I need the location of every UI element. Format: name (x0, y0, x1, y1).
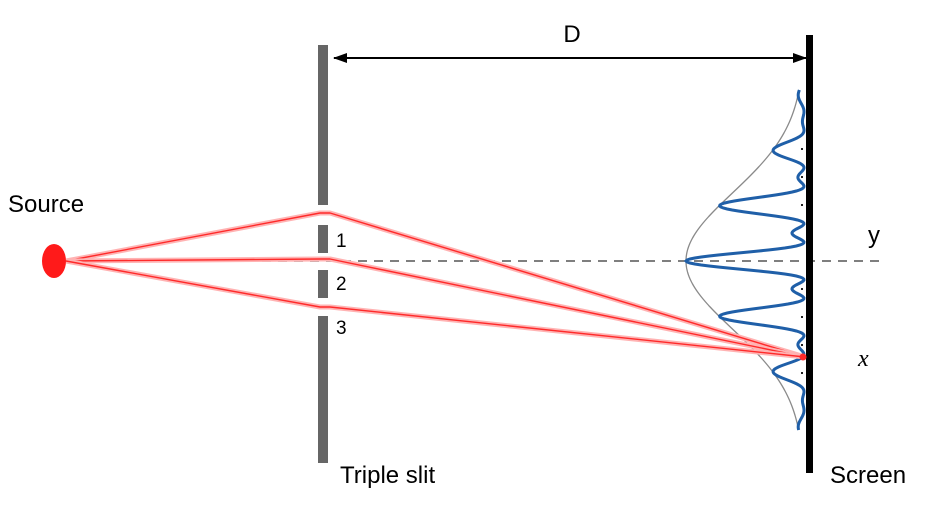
interference-pattern (683, 89, 806, 431)
screen-label: Screen (830, 462, 906, 489)
light-source (42, 244, 66, 278)
y-axis-label: y (868, 222, 880, 249)
barrier-top-segment (318, 45, 328, 205)
light-rays (65, 210, 806, 360)
tick (801, 148, 803, 150)
source-label: Source (8, 191, 84, 218)
ray-slit-3-core (65, 260, 806, 358)
triple-slit-label: Triple slit (340, 462, 435, 489)
slit-3-label: 3 (336, 318, 347, 339)
x-point-label: x (857, 346, 869, 372)
tick (801, 176, 803, 178)
ray-slit-3 (65, 258, 806, 360)
barrier-bottom-segment (318, 316, 328, 463)
ray-slit-2 (65, 256, 806, 360)
slit-1-label: 1 (336, 231, 347, 252)
ray-slit-1-core (65, 212, 806, 358)
barrier-segment-1-2 (318, 225, 328, 253)
slit-barrier (318, 45, 328, 463)
slit-2-label: 2 (336, 274, 347, 295)
screen (806, 35, 813, 473)
tick (801, 372, 803, 374)
convergence-point (799, 353, 807, 361)
tick (801, 316, 803, 318)
tick (801, 204, 803, 206)
distance-label: D (563, 21, 580, 48)
tick (801, 288, 803, 290)
screen-ticks (801, 148, 803, 374)
barrier-segment-2-3 (318, 270, 328, 298)
ray-slit-2-core (65, 258, 806, 358)
tick (801, 344, 803, 346)
